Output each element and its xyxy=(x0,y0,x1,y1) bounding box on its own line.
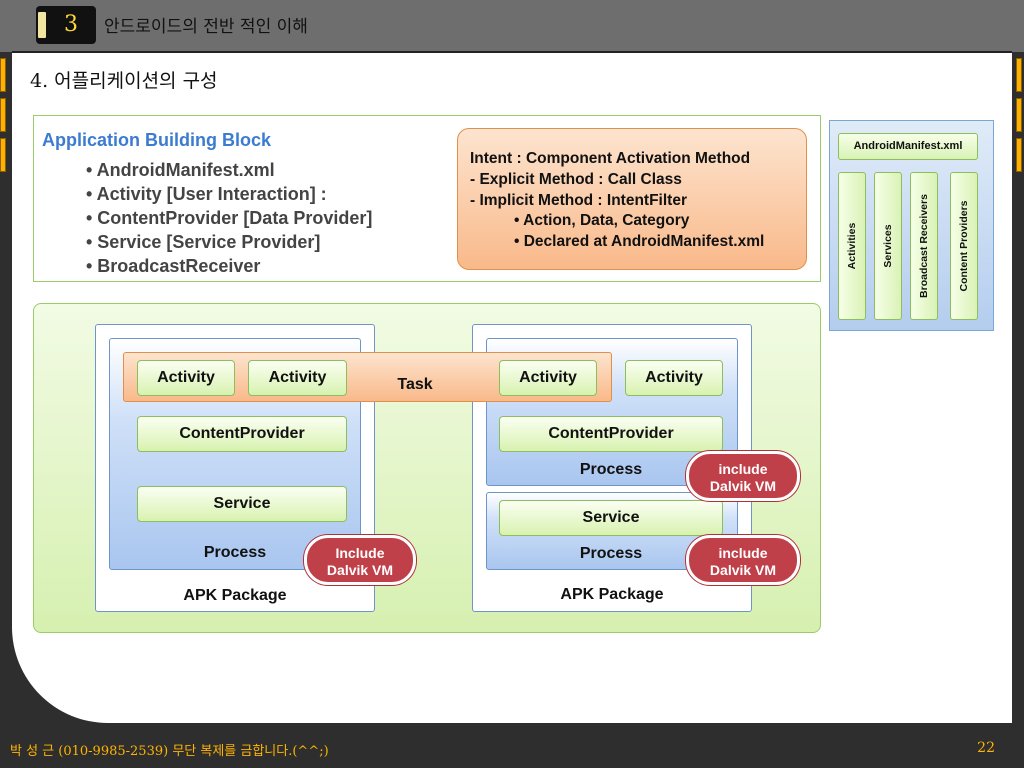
badge-tab-decoration xyxy=(38,12,46,38)
service-box: Service xyxy=(499,500,723,536)
apk-package-label: APK Package xyxy=(183,587,287,604)
task-label: Task xyxy=(397,376,433,393)
section-number-badge: 3 xyxy=(36,6,96,44)
slide-header xyxy=(0,0,1024,52)
dalvik-vm-badge: include Dalvik VM xyxy=(686,535,800,585)
page-number: 22 xyxy=(977,740,995,756)
intent-line: • Action, Data, Category xyxy=(514,212,690,229)
building-block-item: • BroadcastReceiver xyxy=(86,256,261,276)
section-number: 3 xyxy=(64,12,78,37)
intent-line: - Explicit Method : Call Class xyxy=(470,171,682,188)
manifest-column-broadcast-receivers: Broadcast Receivers xyxy=(910,172,938,320)
activity-box: Activity xyxy=(625,360,723,396)
process-label: Process xyxy=(579,545,643,562)
dalvik-vm-line: Dalvik VM xyxy=(709,478,777,494)
building-block-item: • ContentProvider [Data Provider] xyxy=(86,208,373,228)
apk-package-label: APK Package xyxy=(560,586,664,603)
manifest-column-content-providers: Content Providers xyxy=(950,172,978,320)
dalvik-vm-badge: include Dalvik VM xyxy=(686,451,800,501)
manifest-column-label: Services xyxy=(882,224,894,268)
dalvik-vm-line: Dalvik VM xyxy=(326,562,394,578)
right-tab-1 xyxy=(1016,58,1022,92)
left-tab-2 xyxy=(0,98,6,132)
process-label: Process xyxy=(579,461,643,478)
manifest-column-services: Services xyxy=(874,172,902,320)
left-tab-3 xyxy=(0,138,6,172)
left-tab-1 xyxy=(0,58,6,92)
content-provider-box: ContentProvider xyxy=(137,416,347,452)
right-tab-2 xyxy=(1016,98,1022,132)
manifest-column-label: Content Providers xyxy=(958,200,970,292)
activity-box: Activity xyxy=(137,360,235,396)
activity-box: Activity xyxy=(248,360,347,396)
content-provider-box: ContentProvider xyxy=(499,416,723,452)
dalvik-vm-line: Dalvik VM xyxy=(709,562,777,578)
building-block-item: • AndroidManifest.xml xyxy=(86,160,275,180)
intent-line: • Declared at AndroidManifest.xml xyxy=(514,233,765,250)
building-block-item: • Service [Service Provider] xyxy=(86,232,321,252)
dalvik-vm-line: include xyxy=(718,545,768,561)
manifest-title: AndroidManifest.xml xyxy=(838,133,978,160)
dalvik-vm-badge: Include Dalvik VM xyxy=(304,535,416,585)
footer-copyright: 박 성 근 (010-9985-2539) 무단 복제를 금합니다.(^^;) xyxy=(10,744,329,759)
manifest-column-label: Broadcast Receivers xyxy=(918,194,930,298)
dalvik-vm-line: include xyxy=(718,461,768,477)
intent-line: - Implicit Method : IntentFilter xyxy=(470,192,687,209)
process-label: Process xyxy=(203,544,267,561)
building-block-item: • Activity [User Interaction] : xyxy=(86,184,327,204)
intent-box xyxy=(457,128,807,270)
manifest-column-label: Activities xyxy=(846,222,858,270)
dalvik-vm-line: Include xyxy=(335,545,385,561)
section-title: 안드로이드의 전반 적인 이해 xyxy=(104,17,308,37)
slide-subtitle: 4. 어플리케이션의 구성 xyxy=(30,70,218,92)
intent-line: Intent : Component Activation Method xyxy=(470,150,751,167)
building-block-title: Application Building Block xyxy=(42,130,271,150)
activity-box: Activity xyxy=(499,360,597,396)
header-divider xyxy=(12,51,1012,53)
right-tab-3 xyxy=(1016,138,1022,172)
service-box: Service xyxy=(137,486,347,522)
manifest-column-activities: Activities xyxy=(838,172,866,320)
